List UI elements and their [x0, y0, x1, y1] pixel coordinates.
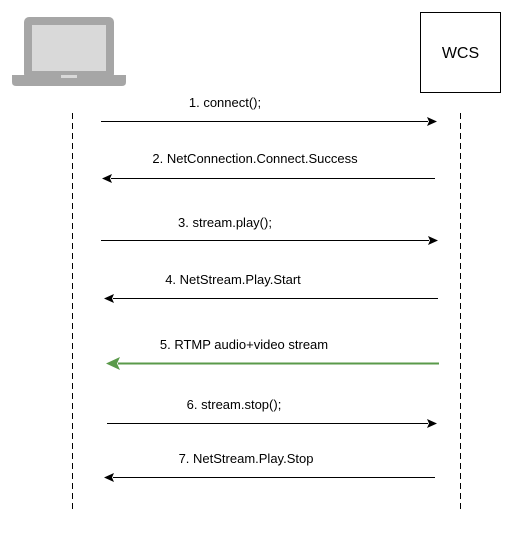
message-1: 1. connect(); — [101, 95, 437, 126]
message-6: 6. stream.stop(); — [107, 397, 437, 428]
message-2-label: 2. NetConnection.Connect.Success — [152, 151, 358, 166]
message-4-arrowhead — [104, 294, 114, 303]
message-5: 5. RTMP audio+video stream — [106, 337, 439, 370]
message-4-label: 4. NetStream.Play.Start — [165, 272, 301, 287]
server-node: WCS — [420, 12, 501, 93]
message-7-label: 7. NetStream.Play.Stop — [179, 451, 314, 466]
message-1-arrowhead — [427, 117, 437, 126]
message-7: 7. NetStream.Play.Stop — [104, 451, 435, 482]
message-3: 3. stream.play(); — [101, 215, 438, 245]
message-6-arrowhead — [427, 419, 437, 428]
message-3-arrowhead — [428, 236, 438, 245]
message-5-label: 5. RTMP audio+video stream — [160, 337, 328, 352]
server-box — [420, 12, 501, 93]
message-2: 2. NetConnection.Connect.Success — [102, 151, 435, 183]
message-5-arrowhead — [106, 357, 120, 370]
message-2-arrowhead — [102, 174, 112, 183]
server-label: WCS — [442, 45, 479, 62]
message-1-label: 1. connect(); — [189, 95, 261, 110]
message-3-label: 3. stream.play(); — [178, 215, 272, 230]
message-7-arrowhead — [104, 473, 114, 482]
message-6-label: 6. stream.stop(); — [187, 397, 282, 412]
message-4: 4. NetStream.Play.Start — [104, 272, 438, 303]
laptop-icon — [12, 17, 126, 86]
